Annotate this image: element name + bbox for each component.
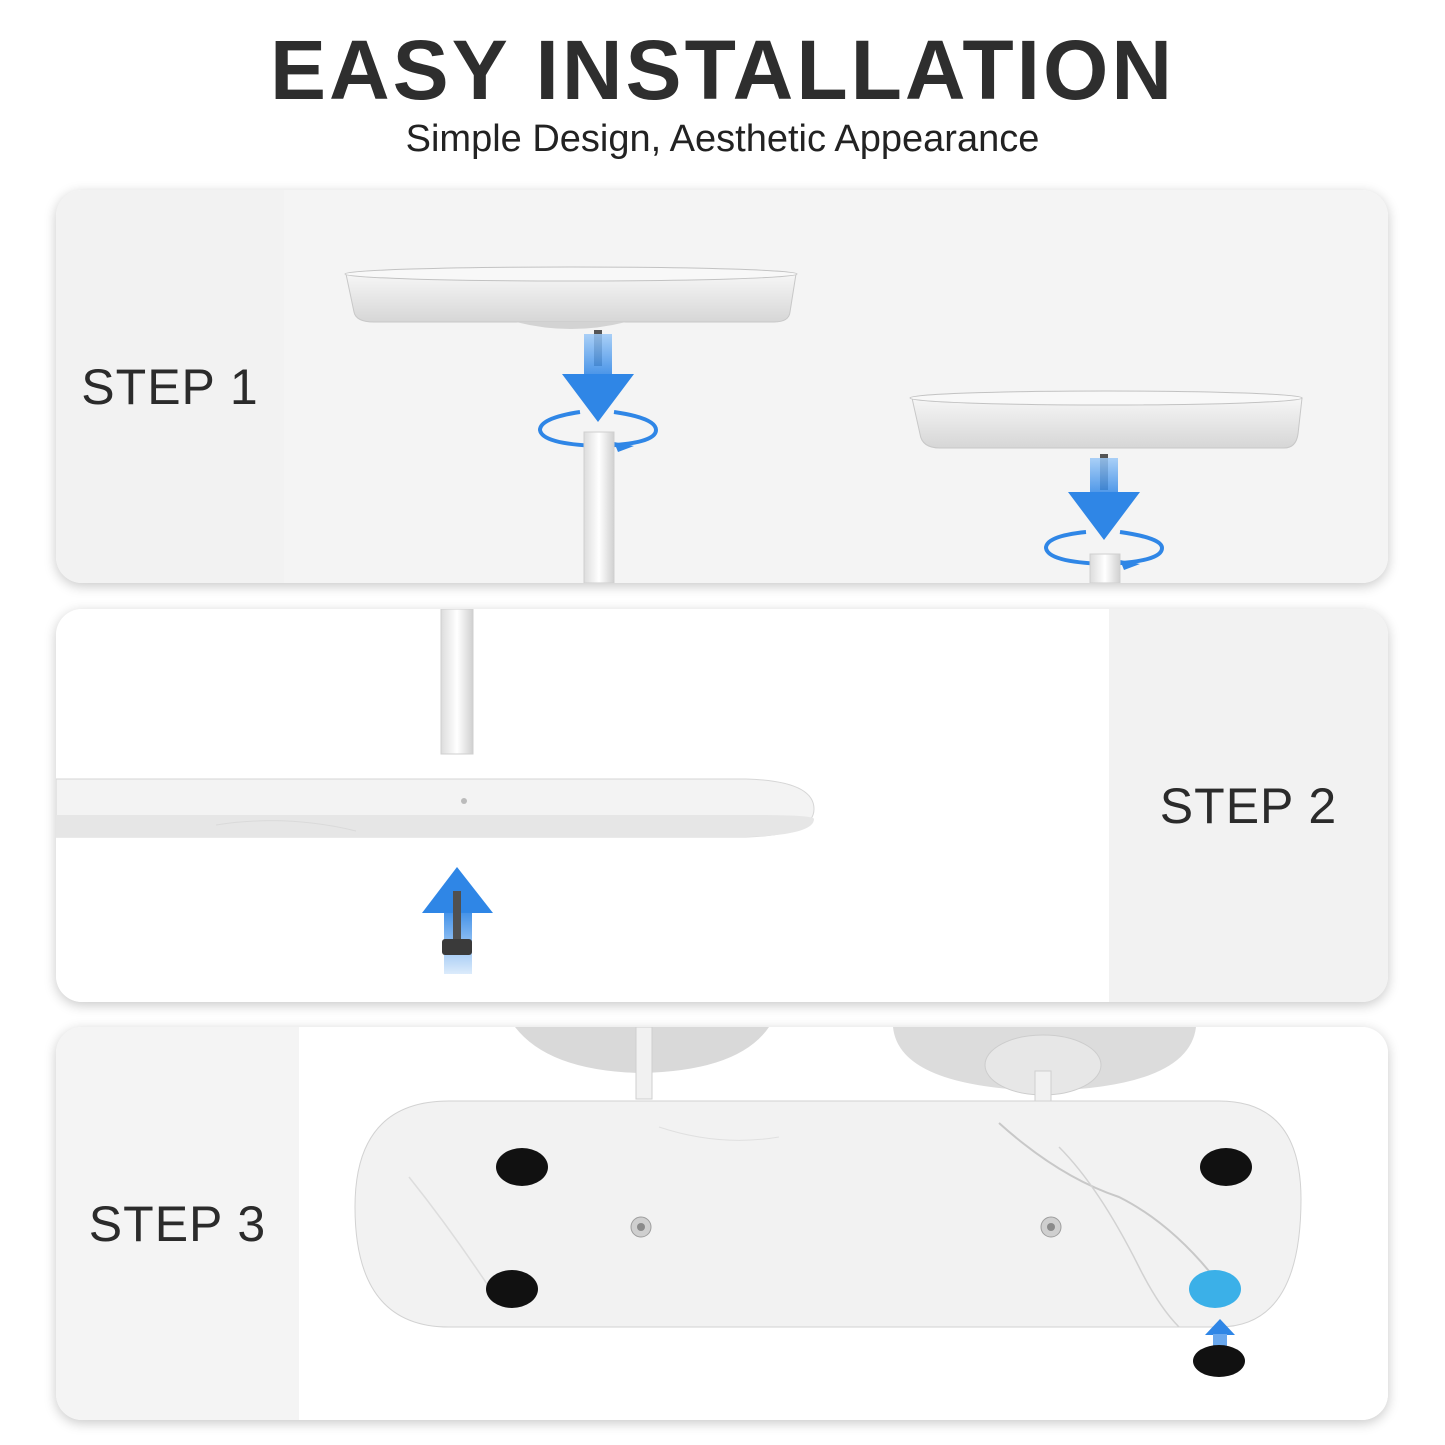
screw-part (442, 891, 472, 955)
page-subtitle: Simple Design, Aesthetic Appearance (405, 118, 1040, 160)
step-1-panel: STEP 1 (56, 190, 1388, 583)
down-arrow-icon (1068, 458, 1140, 540)
page-title: EASY INSTALLATION (269, 23, 1176, 117)
down-arrow-icon (562, 334, 634, 422)
step-1-label: STEP 1 (81, 358, 259, 415)
foot-pad-part (486, 1270, 538, 1308)
marble-base-part (354, 1100, 1302, 1328)
tray-part (344, 266, 798, 329)
step-1-label-area: STEP 1 (56, 190, 284, 583)
foot-pad-part (496, 1148, 548, 1186)
step-3-label: STEP 3 (88, 1195, 267, 1252)
pole-part (440, 609, 474, 755)
step-2-panel: STEP 2 (56, 609, 1388, 1002)
pole-part (635, 1027, 653, 1100)
step-3-illustration (299, 1027, 1388, 1420)
marble-base-part (56, 778, 815, 838)
step-2-label-area: STEP 2 (1109, 609, 1388, 1002)
step-3-label-area: STEP 3 (56, 1027, 299, 1420)
pole-part (583, 431, 615, 583)
step-3-panel: STEP 3 (56, 1027, 1388, 1420)
pole-part (1089, 553, 1121, 583)
foot-pad-part (1200, 1148, 1252, 1186)
step-2-label: STEP 2 (1159, 777, 1338, 834)
foot-pad-part (1189, 1270, 1241, 1308)
step-2-illustration (56, 609, 1109, 1002)
tray-part (909, 390, 1303, 449)
pole-part (1034, 1070, 1052, 1102)
tray-part (893, 1027, 1196, 1096)
foot-pad-part (1193, 1345, 1245, 1377)
step-1-illustration (284, 190, 1388, 583)
